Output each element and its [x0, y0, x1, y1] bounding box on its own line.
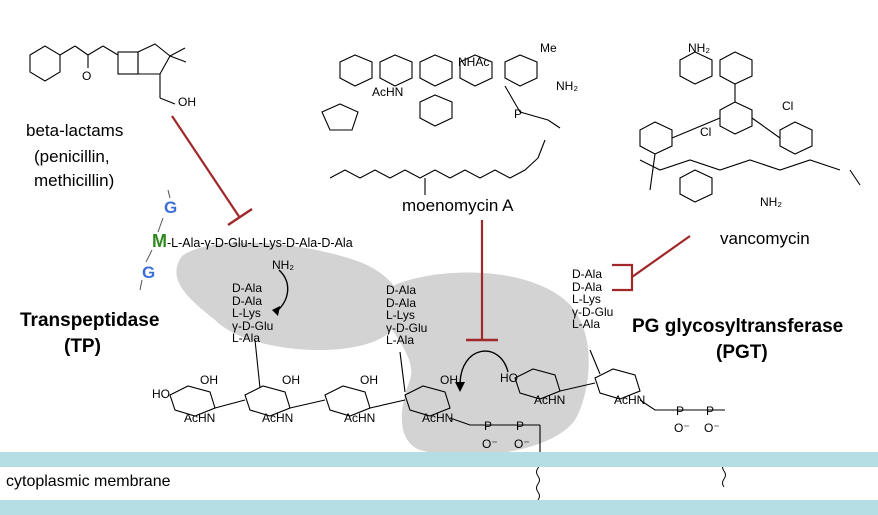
beta-lactams-examples-2: methicillin): [34, 171, 115, 190]
penicillin-structure: [29, 43, 187, 105]
vancomycin-structure: [639, 51, 861, 203]
phosphate-o-minus-1: O⁻: [482, 437, 498, 451]
beta-lactams-examples-1: (penicillin,: [34, 147, 110, 166]
vanco-cl-2: Cl: [700, 125, 712, 139]
vanco-nh2: NH₂: [688, 41, 710, 55]
stem-peptide-left: D-Ala D-Ala L-Lys γ-D-Glu L-Ala: [232, 282, 273, 345]
stem-residue: γ-D-Glu: [572, 304, 614, 319]
moenomycin-label: moenomycin A: [402, 196, 514, 215]
moenomycin-inhibition-line: [466, 220, 498, 342]
phosphate-p-2: P: [516, 419, 525, 433]
transpeptidase-region: [176, 242, 401, 351]
glycan-achn-6: AcHN: [614, 393, 646, 407]
stem-residue: D-Ala: [386, 295, 417, 310]
beta-lactam-inhibition-line: [171, 115, 253, 227]
transpeptidase-label: Transpeptidase: [20, 310, 160, 331]
vanco-nh2-bottom: NH₂: [760, 195, 782, 209]
phosphate-o-minus-3: O⁻: [674, 421, 690, 435]
stem-residue: D-Ala: [232, 281, 263, 295]
membrane-label: cytoplasmic membrane: [6, 473, 171, 490]
stem-residue: L-Lys: [232, 306, 261, 320]
glcnac-bottom: G: [142, 263, 156, 282]
glycan-oh-3: OH: [360, 373, 378, 387]
glycan-backbone: [169, 339, 725, 455]
phosphate-p-4: P: [706, 404, 715, 418]
stem-residue: γ-D-Glu: [232, 318, 274, 333]
glycan-achn-1: AcHN: [184, 411, 216, 425]
membrane-outer-leaflet: [0, 452, 878, 467]
phosphate-o-minus-2: O⁻: [514, 437, 530, 451]
glycan-oh-1: OH: [200, 373, 218, 387]
stem-residue: D-Ala: [572, 279, 603, 294]
vancomycin-label: vancomycin: [720, 229, 810, 248]
vancomycin-binding-line: [612, 235, 691, 292]
moenomycin-structure: [321, 54, 561, 195]
moeno-p: P: [514, 107, 523, 121]
phosphate-o-minus-4: O⁻: [704, 421, 720, 435]
stem-residue: D-Ala: [232, 293, 263, 308]
pgt-name-label: PG glycosyltransferase: [632, 316, 844, 337]
moeno-nh2: NH₂: [556, 79, 578, 93]
glycan-achn-5: AcHN: [534, 393, 566, 407]
glycan-ho-2: HO: [500, 371, 518, 385]
stem-residue: L-Ala: [572, 317, 601, 331]
pgt-attack-arrow: [459, 350, 509, 386]
beta-lactams-label: beta-lactams: [26, 121, 124, 140]
amine-nucleophile: NH₂: [272, 258, 294, 272]
stem-residue: L-Lys: [572, 292, 601, 306]
stem-residue: L-Ala: [386, 333, 415, 347]
stem-peptide-middle: D-Ala D-Ala L-Lys γ-D-Glu L-Ala: [386, 284, 427, 347]
crosslink-peptide: -L-Ala-γ-D-Glu-L-Lys-D-Ala-D-Ala: [167, 236, 353, 250]
glycan-achn-2: AcHN: [262, 411, 294, 425]
murnac: M: [152, 231, 167, 251]
vanco-cl-1: Cl: [782, 99, 794, 113]
stem-residue: L-Lys: [386, 308, 415, 322]
glycan-achn-4: AcHN: [422, 411, 454, 425]
glycan-oh-2: OH: [282, 373, 300, 387]
pgt-abbrev: (PGT): [716, 342, 768, 363]
lipid-tail-left: [536, 459, 540, 501]
glycan-oh-4: OH: [440, 373, 458, 387]
membrane-inner-leaflet: [0, 500, 878, 515]
glycan-ho-1: HO: [152, 387, 170, 401]
stem-peptide-right: D-Ala D-Ala L-Lys γ-D-Glu L-Ala: [572, 268, 613, 331]
tp-abbrev: (TP): [64, 336, 101, 357]
stem-residue: D-Ala: [572, 267, 603, 281]
stem-residue: γ-D-Glu: [386, 320, 428, 335]
stem-residue: D-Ala: [386, 283, 417, 297]
pgt-region: [382, 272, 589, 456]
moeno-me: Me: [540, 41, 557, 55]
stem-residue: L-Ala: [232, 331, 261, 345]
glycan-achn-3: AcHN: [344, 411, 376, 425]
glcnac-top: G: [164, 198, 178, 217]
moeno-nhac: NHAc: [458, 55, 490, 69]
moeno-achn: AcHN: [372, 85, 404, 99]
penicillin-oh: OH: [178, 95, 196, 109]
phosphate-p-1: P: [484, 419, 493, 433]
penicillin-o: O: [82, 69, 92, 83]
phosphate-p-3: P: [676, 404, 685, 418]
